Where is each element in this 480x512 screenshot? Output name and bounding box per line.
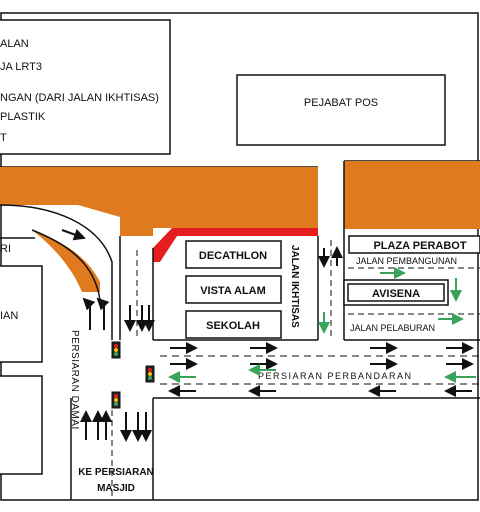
green-traffic-arrows — [168, 267, 476, 383]
decathlon-label: DECATHLON — [199, 250, 267, 262]
arrow-turn-left-2 — [96, 297, 110, 330]
legend-line-5: T — [0, 132, 7, 144]
legend-line-1: ALAN — [0, 38, 29, 50]
orange-zone — [0, 161, 480, 292]
avisena-label: AVISENA — [372, 288, 420, 300]
slip-road-curves — [0, 204, 113, 340]
orange-band-left — [0, 167, 318, 236]
left-block-label: IAN — [0, 310, 18, 322]
left-cut-label: RI — [0, 243, 11, 255]
legend-line-4: PLASTIK — [0, 111, 46, 123]
building-pejabat-pos: PEJABAT POS — [236, 74, 446, 146]
building-sekolah: SEKOLAH — [185, 310, 282, 339]
ke-persiaran-label: KE PERSIARAN — [78, 467, 154, 478]
orange-band-right — [344, 161, 480, 229]
legend-line-3: NGAN (DARI JALAN IKHTISAS) — [0, 92, 159, 104]
persiaran-perbandaran-label: PERSIARAN PERBANDARAN — [258, 371, 413, 381]
traffic-light-damai-north — [111, 341, 121, 359]
masjid-label: MASJID — [97, 483, 135, 494]
jalan-ikhtisas-label: JALAN IKHTISAS — [289, 245, 300, 328]
orange-wedge-left — [32, 230, 100, 292]
legend-box: ALAN JA LRT3 NGAN (DARI JALAN IKHTISAS) … — [0, 19, 171, 155]
traffic-light-perbandaran-west — [145, 365, 155, 383]
vista-alam-label: VISTA ALAM — [200, 285, 266, 297]
building-plaza-perabot: PLAZA PERABOT — [348, 235, 480, 254]
building-decathlon: DECATHLON — [185, 240, 282, 269]
left-buildings: RI IAN — [0, 237, 43, 475]
jalan-pelaburan-label: JALAN PELABURAN — [350, 323, 435, 333]
perbandaran-lane-dashes — [160, 355, 480, 385]
arrow-slip-east — [61, 228, 86, 241]
sekolah-label: SEKOLAH — [206, 320, 260, 332]
persiaran-perbandaran-edges — [153, 339, 480, 399]
map-frame — [0, 12, 479, 501]
building-avisena: AVISENA — [343, 279, 449, 306]
plaza-perabot-label: PLAZA PERABOT — [373, 240, 466, 252]
building-vista-alam: VISTA ALAM — [185, 275, 282, 304]
jalan-pembangunan-label: JALAN PEMBANGUNAN — [356, 256, 457, 266]
red-barrier-strip — [153, 228, 318, 262]
black-traffic-arrows — [61, 228, 474, 442]
traffic-light-damai-south — [111, 391, 121, 409]
legend-line-2: JA LRT3 — [0, 61, 42, 73]
pejabat-pos-label: PEJABAT POS — [304, 97, 378, 109]
persiaran-damai-label: PERSIARAN DAMAI — [69, 330, 80, 430]
arrow-turn-left-1 — [82, 297, 96, 330]
